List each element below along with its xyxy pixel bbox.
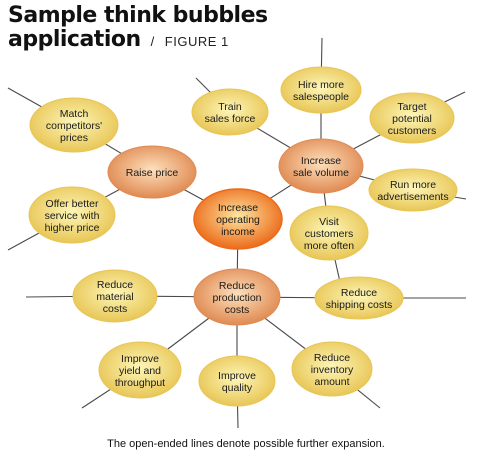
figure-caption: The open-ended lines denote possible fur… bbox=[107, 438, 385, 450]
bubble-shape bbox=[278, 138, 364, 194]
bubble-label: costs bbox=[225, 304, 250, 316]
bubble-label: Reduce bbox=[341, 287, 377, 299]
bubble-shape bbox=[198, 355, 276, 407]
bubble-label: Target bbox=[397, 101, 426, 113]
bubble-label: income bbox=[221, 226, 255, 238]
title-line-1: Sample think bubbles bbox=[8, 3, 268, 28]
bubble-label: Visit bbox=[319, 216, 339, 228]
bubble-label: Run more bbox=[390, 179, 436, 191]
bubble-label: Raise price bbox=[126, 167, 179, 179]
bubble-label: potential bbox=[392, 113, 432, 125]
title-separator: / bbox=[150, 34, 155, 49]
bubble-label: Improve bbox=[121, 353, 159, 365]
bubble-shape bbox=[193, 188, 283, 250]
title-line-2-text: application bbox=[8, 27, 141, 52]
bubble-label: Reduce bbox=[314, 352, 350, 364]
bubble-label: competitors' bbox=[46, 120, 102, 132]
figure-title: Sample think bubbles application / FIGURE … bbox=[8, 4, 268, 54]
bubble-label: prices bbox=[60, 132, 88, 144]
bubble-shape bbox=[289, 205, 369, 261]
bubble-shape bbox=[191, 88, 269, 136]
bubble-label: Match bbox=[60, 108, 89, 120]
title-line-2: application / FIGURE 1 bbox=[8, 28, 268, 54]
bubble-label: higher price bbox=[45, 222, 100, 234]
bubble-label: Increase bbox=[301, 155, 341, 167]
bubble-label: more often bbox=[304, 240, 354, 252]
bubble-label: amount bbox=[314, 376, 349, 388]
figure-number: FIGURE 1 bbox=[164, 34, 229, 49]
bubble-label: service with bbox=[45, 210, 100, 222]
bubble-label: sale volume bbox=[293, 167, 349, 179]
bubble-shape bbox=[193, 268, 281, 326]
bubble-shape bbox=[314, 276, 404, 320]
bubble-label: Increase bbox=[218, 202, 258, 214]
bubble-label: salespeople bbox=[293, 91, 349, 103]
bubble-label: shipping costs bbox=[326, 299, 393, 311]
bubble-shape bbox=[28, 186, 116, 244]
bubble-label: advertisements bbox=[377, 191, 448, 203]
bubble-label: customers bbox=[305, 228, 353, 240]
bubble-shape bbox=[369, 92, 455, 144]
bubble-label: production bbox=[212, 292, 261, 304]
bubble-label: sales force bbox=[205, 113, 256, 125]
bubble-label: Reduce bbox=[97, 279, 133, 291]
bubble-shape bbox=[72, 269, 158, 323]
bubble-label: Reduce bbox=[219, 280, 255, 292]
bubble-shape bbox=[368, 168, 458, 212]
bubble-label: Hire more bbox=[298, 79, 344, 91]
bubble-label: material bbox=[96, 291, 133, 303]
bubble-label: inventory bbox=[311, 364, 354, 376]
bubble-shape bbox=[280, 66, 362, 114]
bubble-label: Train bbox=[218, 101, 242, 113]
bubble-label: Offer better bbox=[46, 198, 99, 210]
bubble-label: operating bbox=[216, 214, 260, 226]
bubble-shape bbox=[98, 341, 182, 399]
bubble-shape bbox=[29, 97, 119, 153]
bubble-label: Improve bbox=[218, 370, 256, 382]
bubble-label: quality bbox=[222, 382, 253, 394]
bubble-shape bbox=[291, 341, 373, 397]
bubble-label: costs bbox=[103, 303, 128, 315]
bubble-label: yield and bbox=[119, 365, 161, 377]
bubble-label: customers bbox=[388, 125, 436, 137]
bubble-shape bbox=[107, 145, 197, 199]
bubble-label: throughput bbox=[115, 377, 165, 389]
bubble-raise-price: Raise price bbox=[107, 145, 197, 199]
